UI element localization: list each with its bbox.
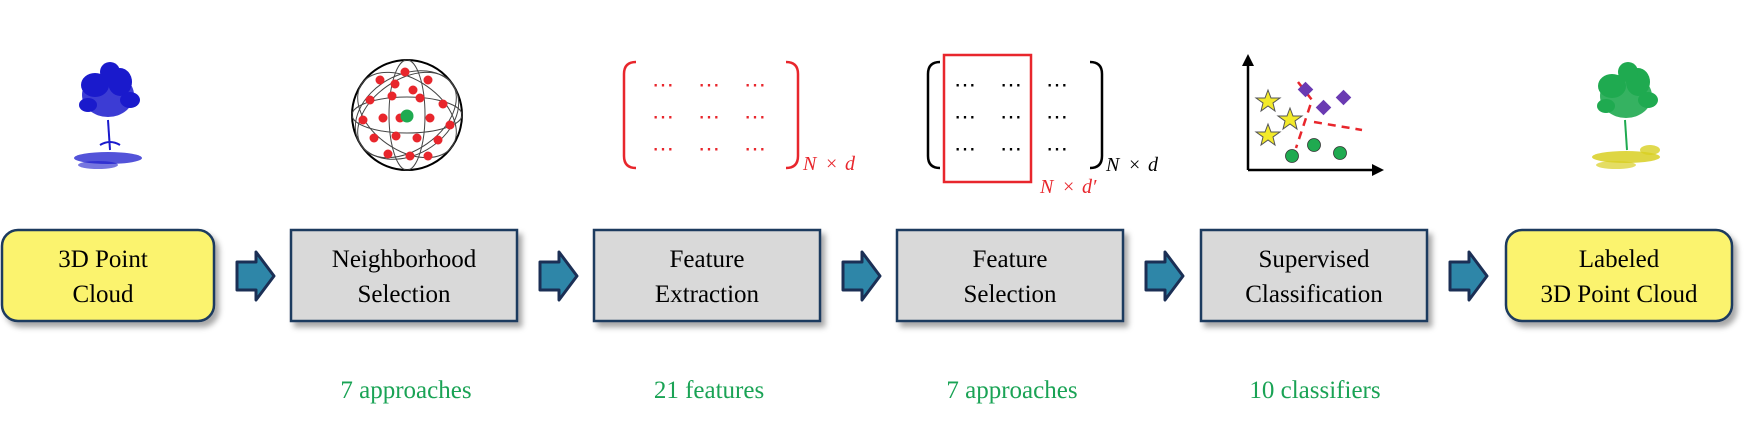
arrow-right-icon xyxy=(841,250,882,302)
stage-classification-count: 10 classifiers xyxy=(1249,377,1380,404)
svg-text:⋯: ⋯ xyxy=(1046,104,1068,129)
svg-text:⋯: ⋯ xyxy=(954,104,976,129)
svg-text:⋯: ⋯ xyxy=(954,72,976,97)
svg-text:⋯: ⋯ xyxy=(652,136,674,161)
extraction-matrix: ⋯ ⋯ ⋯ ⋯ ⋯ ⋯ ⋯ ⋯ ⋯ N × d xyxy=(622,60,856,175)
selected-columns-box xyxy=(942,53,1033,184)
arrow-right-icon xyxy=(1144,250,1185,302)
arrow-right-icon xyxy=(1448,250,1489,302)
selection-matrix-cells: ⋯ ⋯ ⋯ ⋯ ⋯ ⋯ ⋯ ⋯ ⋯ xyxy=(954,72,1068,161)
svg-text:⋯: ⋯ xyxy=(652,72,674,97)
svg-text:⋯: ⋯ xyxy=(1000,72,1022,97)
svg-text:⋯: ⋯ xyxy=(652,104,674,129)
stage-output-box: Labeled 3D Point Cloud xyxy=(1504,228,1734,323)
tree-labeled-icon xyxy=(1592,62,1660,169)
svg-text:⋯: ⋯ xyxy=(698,136,720,161)
svg-text:⋯: ⋯ xyxy=(1000,136,1022,161)
stage-classification-label-1: Supervised xyxy=(1258,246,1370,273)
extraction-matrix-dimension: N × d xyxy=(802,153,856,175)
arrow-right-icon xyxy=(235,250,276,302)
stage-input-box: 3D Point Cloud xyxy=(0,228,216,323)
svg-text:⋯: ⋯ xyxy=(698,104,720,129)
svg-text:⋯: ⋯ xyxy=(1046,72,1068,97)
stage-neighborhood-box: Neighborhood Selection xyxy=(289,228,519,323)
stage-neighborhood-label-1: Neighborhood xyxy=(332,246,477,273)
stage-selection-label-1: Feature xyxy=(973,246,1048,273)
tree-blue-icon xyxy=(74,62,142,169)
svg-text:⋯: ⋯ xyxy=(1000,104,1022,129)
scatter-classifier-icon xyxy=(1242,54,1384,176)
svg-text:⋯: ⋯ xyxy=(698,72,720,97)
svg-text:⋯: ⋯ xyxy=(744,104,766,129)
stage-neighborhood-count: 7 approaches xyxy=(340,377,471,404)
stage-input-label-2: Cloud xyxy=(72,281,134,308)
selection-matrix: ⋯ ⋯ ⋯ ⋯ ⋯ ⋯ ⋯ ⋯ ⋯ N × d N × d′ xyxy=(926,53,1159,198)
stage-extraction-box: Feature Extraction xyxy=(592,228,822,323)
svg-text:⋯: ⋯ xyxy=(744,72,766,97)
svg-text:⋯: ⋯ xyxy=(954,136,976,161)
neighborhood-sphere-icon xyxy=(351,59,463,171)
stage-neighborhood-label-2: Selection xyxy=(357,281,451,308)
stage-extraction-label-2: Extraction xyxy=(655,281,760,308)
stage-classification-box: Supervised Classification xyxy=(1199,228,1429,323)
selection-matrix-outer-dimension: N × d xyxy=(1105,154,1159,176)
stage-selection-label-2: Selection xyxy=(963,281,1057,308)
stage-extraction-label-1: Feature xyxy=(670,246,745,273)
arrow-right-icon xyxy=(538,250,579,302)
stage-selection-count: 7 approaches xyxy=(946,377,1077,404)
stage-output-label-1: Labeled xyxy=(1579,246,1660,273)
stage-selection-box: Feature Selection xyxy=(895,228,1125,323)
stage-input-label-1: 3D Point xyxy=(58,246,148,273)
svg-text:⋯: ⋯ xyxy=(1046,136,1068,161)
svg-text:⋯: ⋯ xyxy=(744,136,766,161)
stage-output-label-2: 3D Point Cloud xyxy=(1541,281,1698,308)
selection-matrix-inner-dimension: N × d′ xyxy=(1039,176,1097,198)
extraction-matrix-cells: ⋯ ⋯ ⋯ ⋯ ⋯ ⋯ ⋯ ⋯ ⋯ xyxy=(652,72,766,161)
stage-extraction-count: 21 features xyxy=(654,377,764,404)
stage-classification-label-2: Classification xyxy=(1245,281,1383,308)
